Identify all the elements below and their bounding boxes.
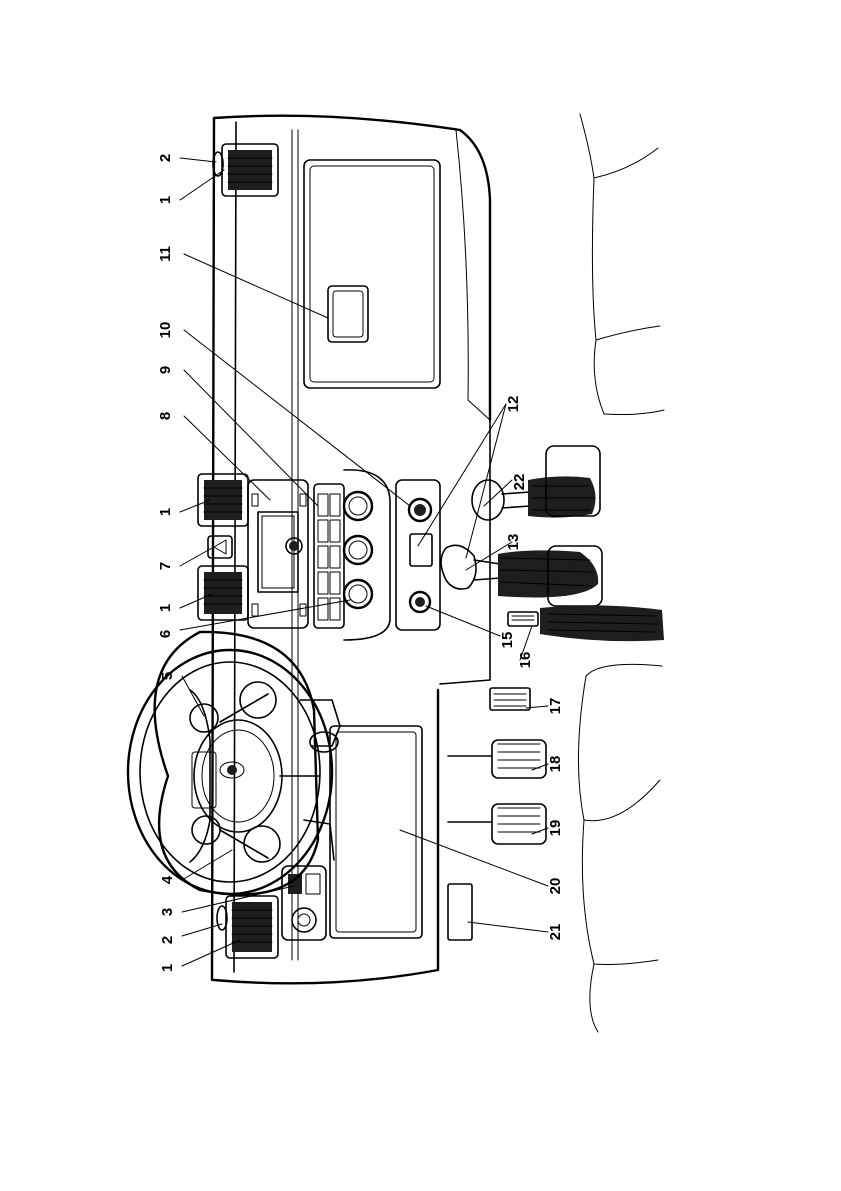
callout-1-bottom: 1 [159, 964, 176, 972]
brake-pedal [448, 740, 546, 778]
callout-11: 11 [157, 246, 174, 262]
callout-20: 20 [547, 878, 564, 895]
callout-6: 6 [157, 630, 174, 638]
callout-1-mid-a: 1 [157, 508, 174, 516]
callout-1-mid-b: 1 [157, 604, 174, 612]
callout-12: 12 [505, 396, 522, 413]
lower-dash-panel [330, 726, 422, 938]
callout-1-top: 1 [157, 196, 174, 204]
callout-3: 3 [159, 908, 176, 916]
callout-15: 15 [499, 632, 516, 649]
callout-7: 7 [157, 562, 174, 570]
callout-2-bottom: 2 [159, 936, 176, 944]
dashboard-body [212, 116, 490, 984]
callout-18: 18 [547, 756, 564, 773]
gear-lever-transfer [472, 446, 600, 520]
callout-17: 17 [547, 698, 564, 715]
air-vent-center-upper [198, 474, 248, 526]
parking-brake [508, 605, 664, 641]
air-vent-bottom-left [226, 896, 278, 958]
callout-10: 10 [157, 322, 174, 339]
callout-2-top: 2 [157, 154, 174, 162]
glove-box [304, 160, 440, 388]
switch-bank [314, 484, 344, 628]
callout-19: 19 [547, 820, 564, 837]
accelerator-pedal [490, 688, 530, 710]
callout-4: 4 [159, 875, 176, 884]
air-vent-center-lower [198, 566, 248, 620]
callout-22: 22 [511, 474, 528, 491]
callout-8: 8 [157, 412, 174, 420]
climate-control [344, 470, 390, 640]
lower-console [396, 480, 440, 630]
callout-16: 16 [517, 652, 534, 669]
callout-5: 5 [159, 672, 176, 680]
gear-lever-main [441, 545, 602, 606]
steering-wheel [128, 632, 332, 894]
hazard-button [208, 536, 232, 558]
passenger-seat [580, 114, 664, 415]
center-console [248, 480, 308, 628]
lighting-switch [282, 866, 326, 940]
callout-21: 21 [547, 924, 564, 941]
callout-13: 13 [505, 534, 522, 551]
clutch-pedal [448, 804, 546, 844]
callout-9: 9 [157, 366, 174, 374]
driver-seat [578, 664, 662, 1032]
air-vent-top-right [222, 144, 278, 196]
hood-release [448, 884, 472, 940]
